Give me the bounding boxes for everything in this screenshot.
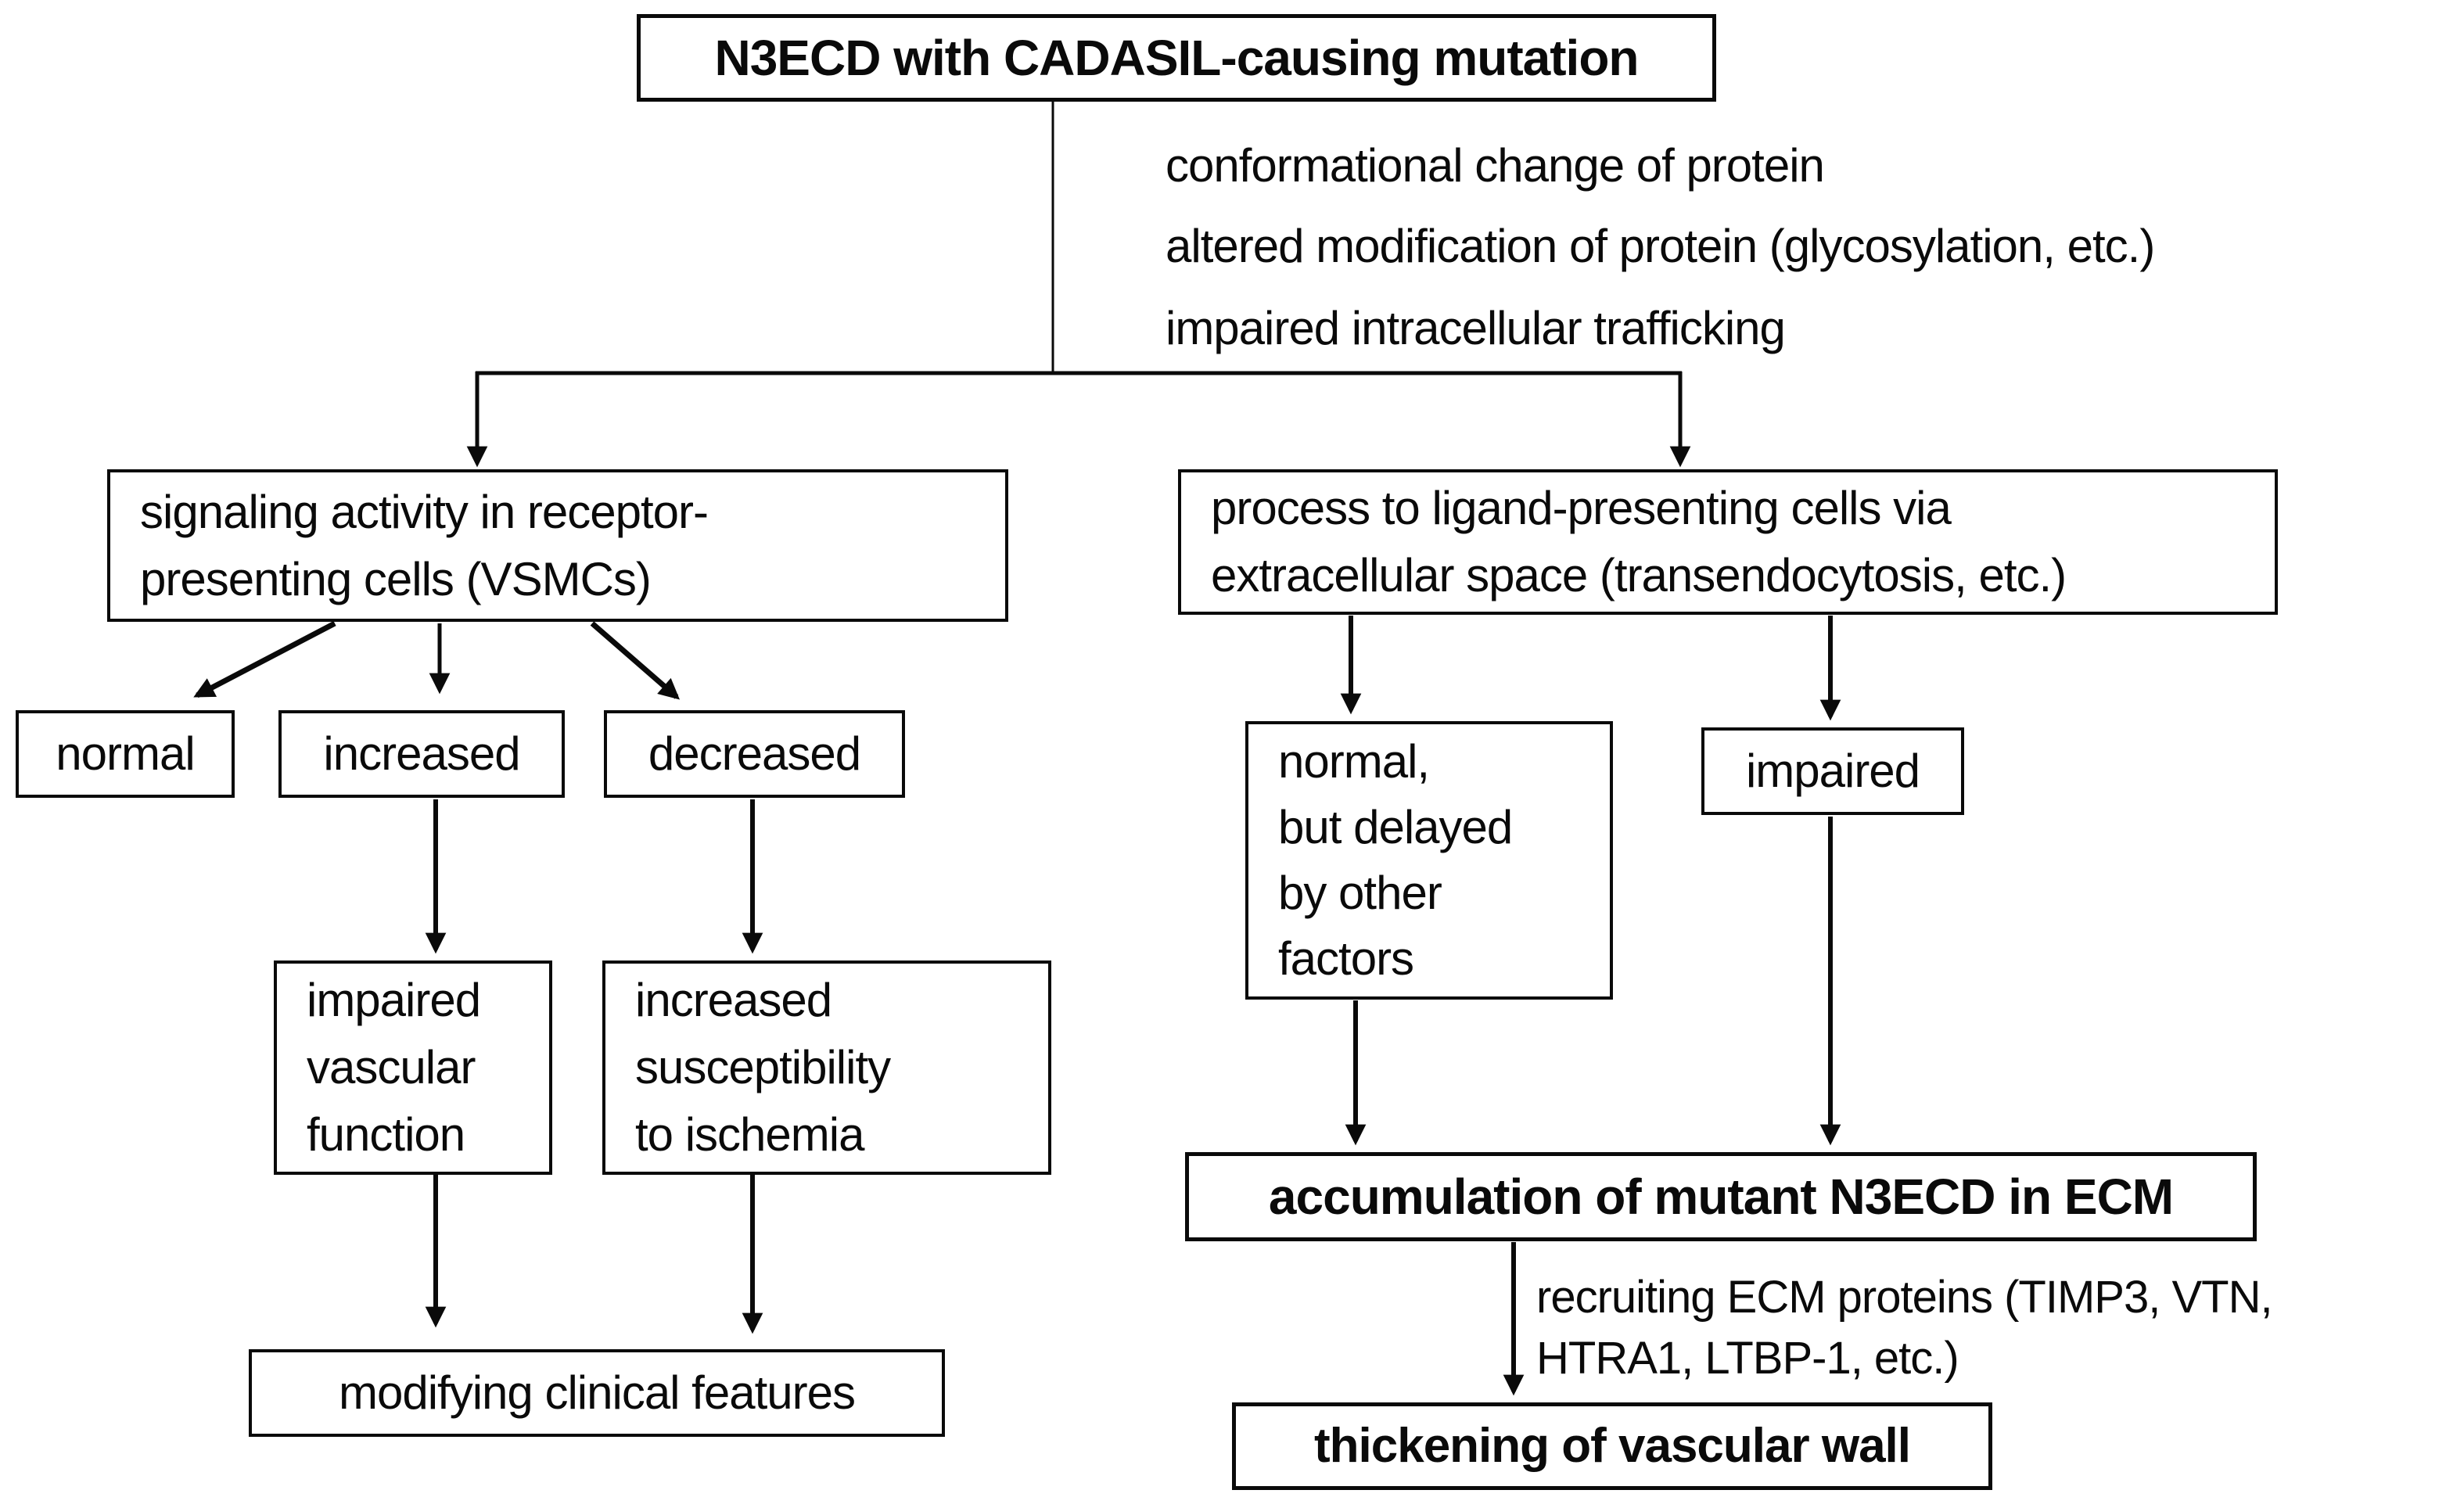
node-normal: normal: [16, 710, 235, 798]
node-impaired: impaired: [1701, 727, 1964, 815]
arrow-signaling-to-decreased: [590, 621, 681, 700]
node-modifying-clinical-features: modifying clinical features: [249, 1349, 945, 1437]
annotation-recruiting-ecm-proteins: recruiting ECM proteins (TIMP3, VTN, HTR…: [1536, 1272, 2273, 1384]
annotation-impaired-trafficking: impaired intracellular trafficking: [1166, 302, 1786, 354]
node-normal-but-delayed: normal, but delayed by other factors: [1245, 721, 1613, 1000]
node-decreased: decreased: [604, 710, 905, 798]
node-accumulation-ecm: accumulation of mutant N3ECD in ECM: [1185, 1152, 2257, 1241]
node-signaling-activity: signaling activity in receptor- presenti…: [107, 469, 1008, 622]
node-increased-susceptibility: increased susceptibility to ischemia: [602, 960, 1051, 1175]
node-increased: increased: [278, 710, 565, 798]
annotation-conformational-change: conformational change of protein: [1166, 139, 1825, 192]
node-title: N3ECD with CADASIL-causing mutation: [637, 14, 1716, 102]
annotation-altered-modification: altered modification of protein (glycosy…: [1166, 220, 2155, 272]
node-impaired-vascular-function: impaired vascular function: [274, 960, 552, 1175]
node-process-to-ligand: process to ligand-presenting cells via e…: [1178, 469, 2278, 615]
arrow-signaling-to-normal: [193, 620, 336, 698]
node-thickening-vascular-wall: thickening of vascular wall: [1232, 1402, 1992, 1490]
